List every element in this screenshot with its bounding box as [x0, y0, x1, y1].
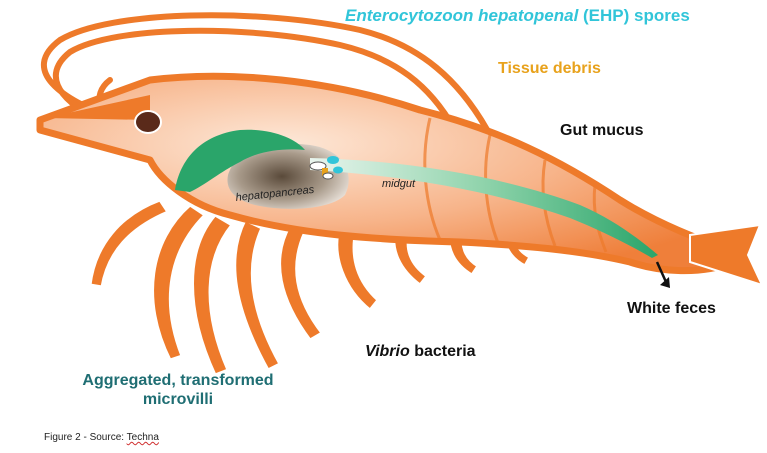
ehp-suffix: (EHP) spores	[578, 6, 690, 25]
eye	[134, 110, 162, 134]
ehp-spores-label: Enterocytozoon hepatopenal (EHP) spores	[345, 6, 690, 26]
gut-mucus-label: Gut mucus	[560, 122, 644, 139]
midgut-label: midgut	[382, 178, 416, 190]
vibrio-suffix: bacteria	[409, 343, 476, 360]
spore-cluster	[309, 156, 343, 180]
feces-arrow	[655, 261, 670, 288]
caption-source: Techna	[126, 432, 159, 443]
figure-caption: Figure 2 - Source: Techna	[44, 432, 159, 443]
stomach-green	[175, 129, 305, 192]
microvilli-label: Aggregated, transformed microvilli	[82, 372, 274, 408]
rostrum	[45, 95, 150, 120]
tail-fan	[689, 223, 764, 287]
tissue-debris-label: Tissue debris	[498, 60, 601, 77]
white-feces-label: White feces	[627, 300, 716, 317]
midgut-tract	[310, 158, 658, 258]
vibrio-bacteria-label: Vibrio bacteria	[365, 343, 476, 361]
ehp-species-name: Enterocytozoon hepatopenal	[345, 6, 579, 25]
caption-prefix: Figure 2 - Source:	[44, 432, 127, 443]
vibrio-genus: Vibrio	[365, 343, 410, 360]
